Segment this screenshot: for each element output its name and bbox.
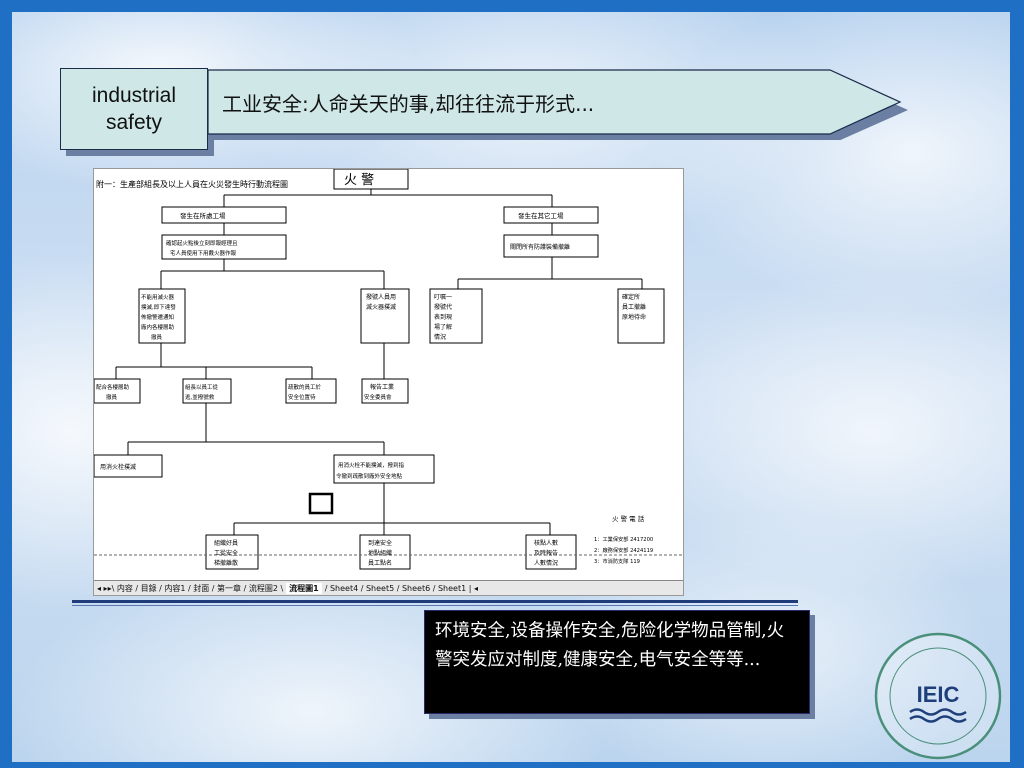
row3-d-line: 安全委員會	[364, 393, 392, 401]
bottom-a-line: 梯撤離散	[214, 559, 238, 567]
sheet-tabs-nav[interactable]: ◂ ▸▸\ 内容 / 目錄 / 内容1 / 封面 / 第一章 / 流程圖2 \	[97, 583, 284, 593]
box-right-second: 關閉所有防護裝備撤離	[510, 243, 570, 251]
row4-left: 用消火栓撲滅	[100, 463, 136, 471]
phone-line: 1：工業保安部 2417200	[594, 535, 653, 543]
row3-b-line: 組長以員工從	[185, 383, 219, 391]
note-text: 环境安全,设备操作安全,危险化学物品管制,火警突发应对制度,健康安全,电气安全等…	[435, 621, 785, 670]
phone-title: 火 警 電 話	[612, 514, 645, 523]
bottom-b-line: 員工點名	[368, 559, 392, 567]
col-d-line: 原地待命	[622, 313, 646, 321]
col-c-line: 場了解	[434, 323, 452, 331]
row4-mid-line: 用消火栓不能撲滅，撥到指	[338, 461, 405, 469]
bottom-a-line: 工從安全	[214, 549, 238, 557]
row3-a-line: 撤員	[106, 393, 118, 401]
row3-b-line: 逃,並撥號救	[185, 393, 215, 401]
bottom-c-line: 及時報告	[534, 549, 558, 557]
ieic-seal-logo: IEIC	[874, 632, 1002, 760]
row3-c-line: 疏散的員工於	[288, 383, 322, 391]
col-b-line: 滅火器撲滅	[366, 303, 396, 311]
col-a-line: 佈撤警遷通知	[141, 313, 174, 321]
box-left-second-line1: 確認起火點後立刻即報經理且	[166, 239, 238, 247]
banner-arrow-shape	[208, 69, 908, 140]
col-d-line: 員工撤離	[622, 303, 646, 311]
note-box: 环境安全,设备操作安全,危险化学物品管制,火警突发应对制度,健康安全,电气安全等…	[424, 610, 810, 714]
col-c-line: 撥號代	[434, 303, 452, 311]
phone-line: 3：市消防支隊 119	[594, 557, 640, 565]
flowchart-header: 附一：生產部組長及以上人員在火災發生時行動流程圖	[96, 179, 288, 189]
logo-text: IEIC	[917, 682, 960, 707]
col-c-line: 情況	[434, 333, 446, 341]
col-c-line: 表到現	[434, 313, 452, 321]
spreadsheet-screenshot: 附一：生產部組長及以上人員在火災發生時行動流程圖 火 警 發生在所處工場 發生在…	[93, 168, 684, 596]
sheet-tab-bar[interactable]: ◂ ▸▸\ 内容 / 目錄 / 内容1 / 封面 / 第一章 / 流程圖2 \ …	[94, 580, 683, 595]
box-left-top: 發生在所處工場	[180, 211, 226, 220]
topic-tag-line1: industrial	[91, 84, 177, 107]
title-banner: 工业安全:人命关天的事,却往往流于形式...	[208, 68, 908, 140]
topic-tag-line2: safety	[105, 111, 162, 134]
row3-d-line: 報告工業	[370, 383, 394, 391]
bottom-c-line: 核點人數	[534, 539, 558, 547]
col-b-line: 撥號人員用	[366, 293, 396, 301]
col-a-line: 廠内各樓層助	[141, 323, 175, 331]
col-c-line: 叮嘱一	[434, 294, 452, 301]
sheet-tabs-rest[interactable]: / Sheet4 / Sheet5 / Sheet6 / Sheet1 | ◂	[324, 583, 478, 593]
bottom-c-line: 人數情況	[534, 559, 558, 567]
fire-flowchart: 附一：生產部組長及以上人員在火災發生時行動流程圖 火 警 發生在所處工場 發生在…	[94, 169, 683, 570]
bottom-a-line: 組織好員	[214, 539, 238, 547]
box-left-second-line2: 宅人員使用下用戴火器作報	[170, 249, 237, 257]
col-a-line: 撤員	[151, 333, 163, 341]
col-a-line: 撲滅,即下達發	[141, 303, 176, 311]
banner-title: 工业安全:人命关天的事,却往往流于形式...	[222, 92, 595, 116]
bottom-b-line: 到達安全	[368, 539, 392, 547]
phone-line: 2：廠務保安部 2424119	[594, 546, 653, 554]
box-right-top: 發生在其它工場	[518, 211, 564, 220]
divider-line-thin	[72, 605, 798, 606]
row3-c-line: 安全位置待	[288, 393, 316, 401]
row3-a-line: 配合各樓層助	[96, 383, 130, 391]
col-a-line: 不能用滅火器	[141, 293, 175, 301]
divider-line	[72, 600, 798, 603]
col-d-line: 確定所	[622, 293, 640, 301]
sheet-tab-active[interactable]: 流程圖1	[286, 582, 322, 594]
flowchart-title: 火 警	[344, 172, 374, 188]
row4-mid-line: 令撤到疏散到廠外安全地點	[336, 472, 403, 480]
bottom-b-line: 地點組織	[368, 549, 392, 557]
topic-tag: industrial safety	[60, 68, 208, 150]
